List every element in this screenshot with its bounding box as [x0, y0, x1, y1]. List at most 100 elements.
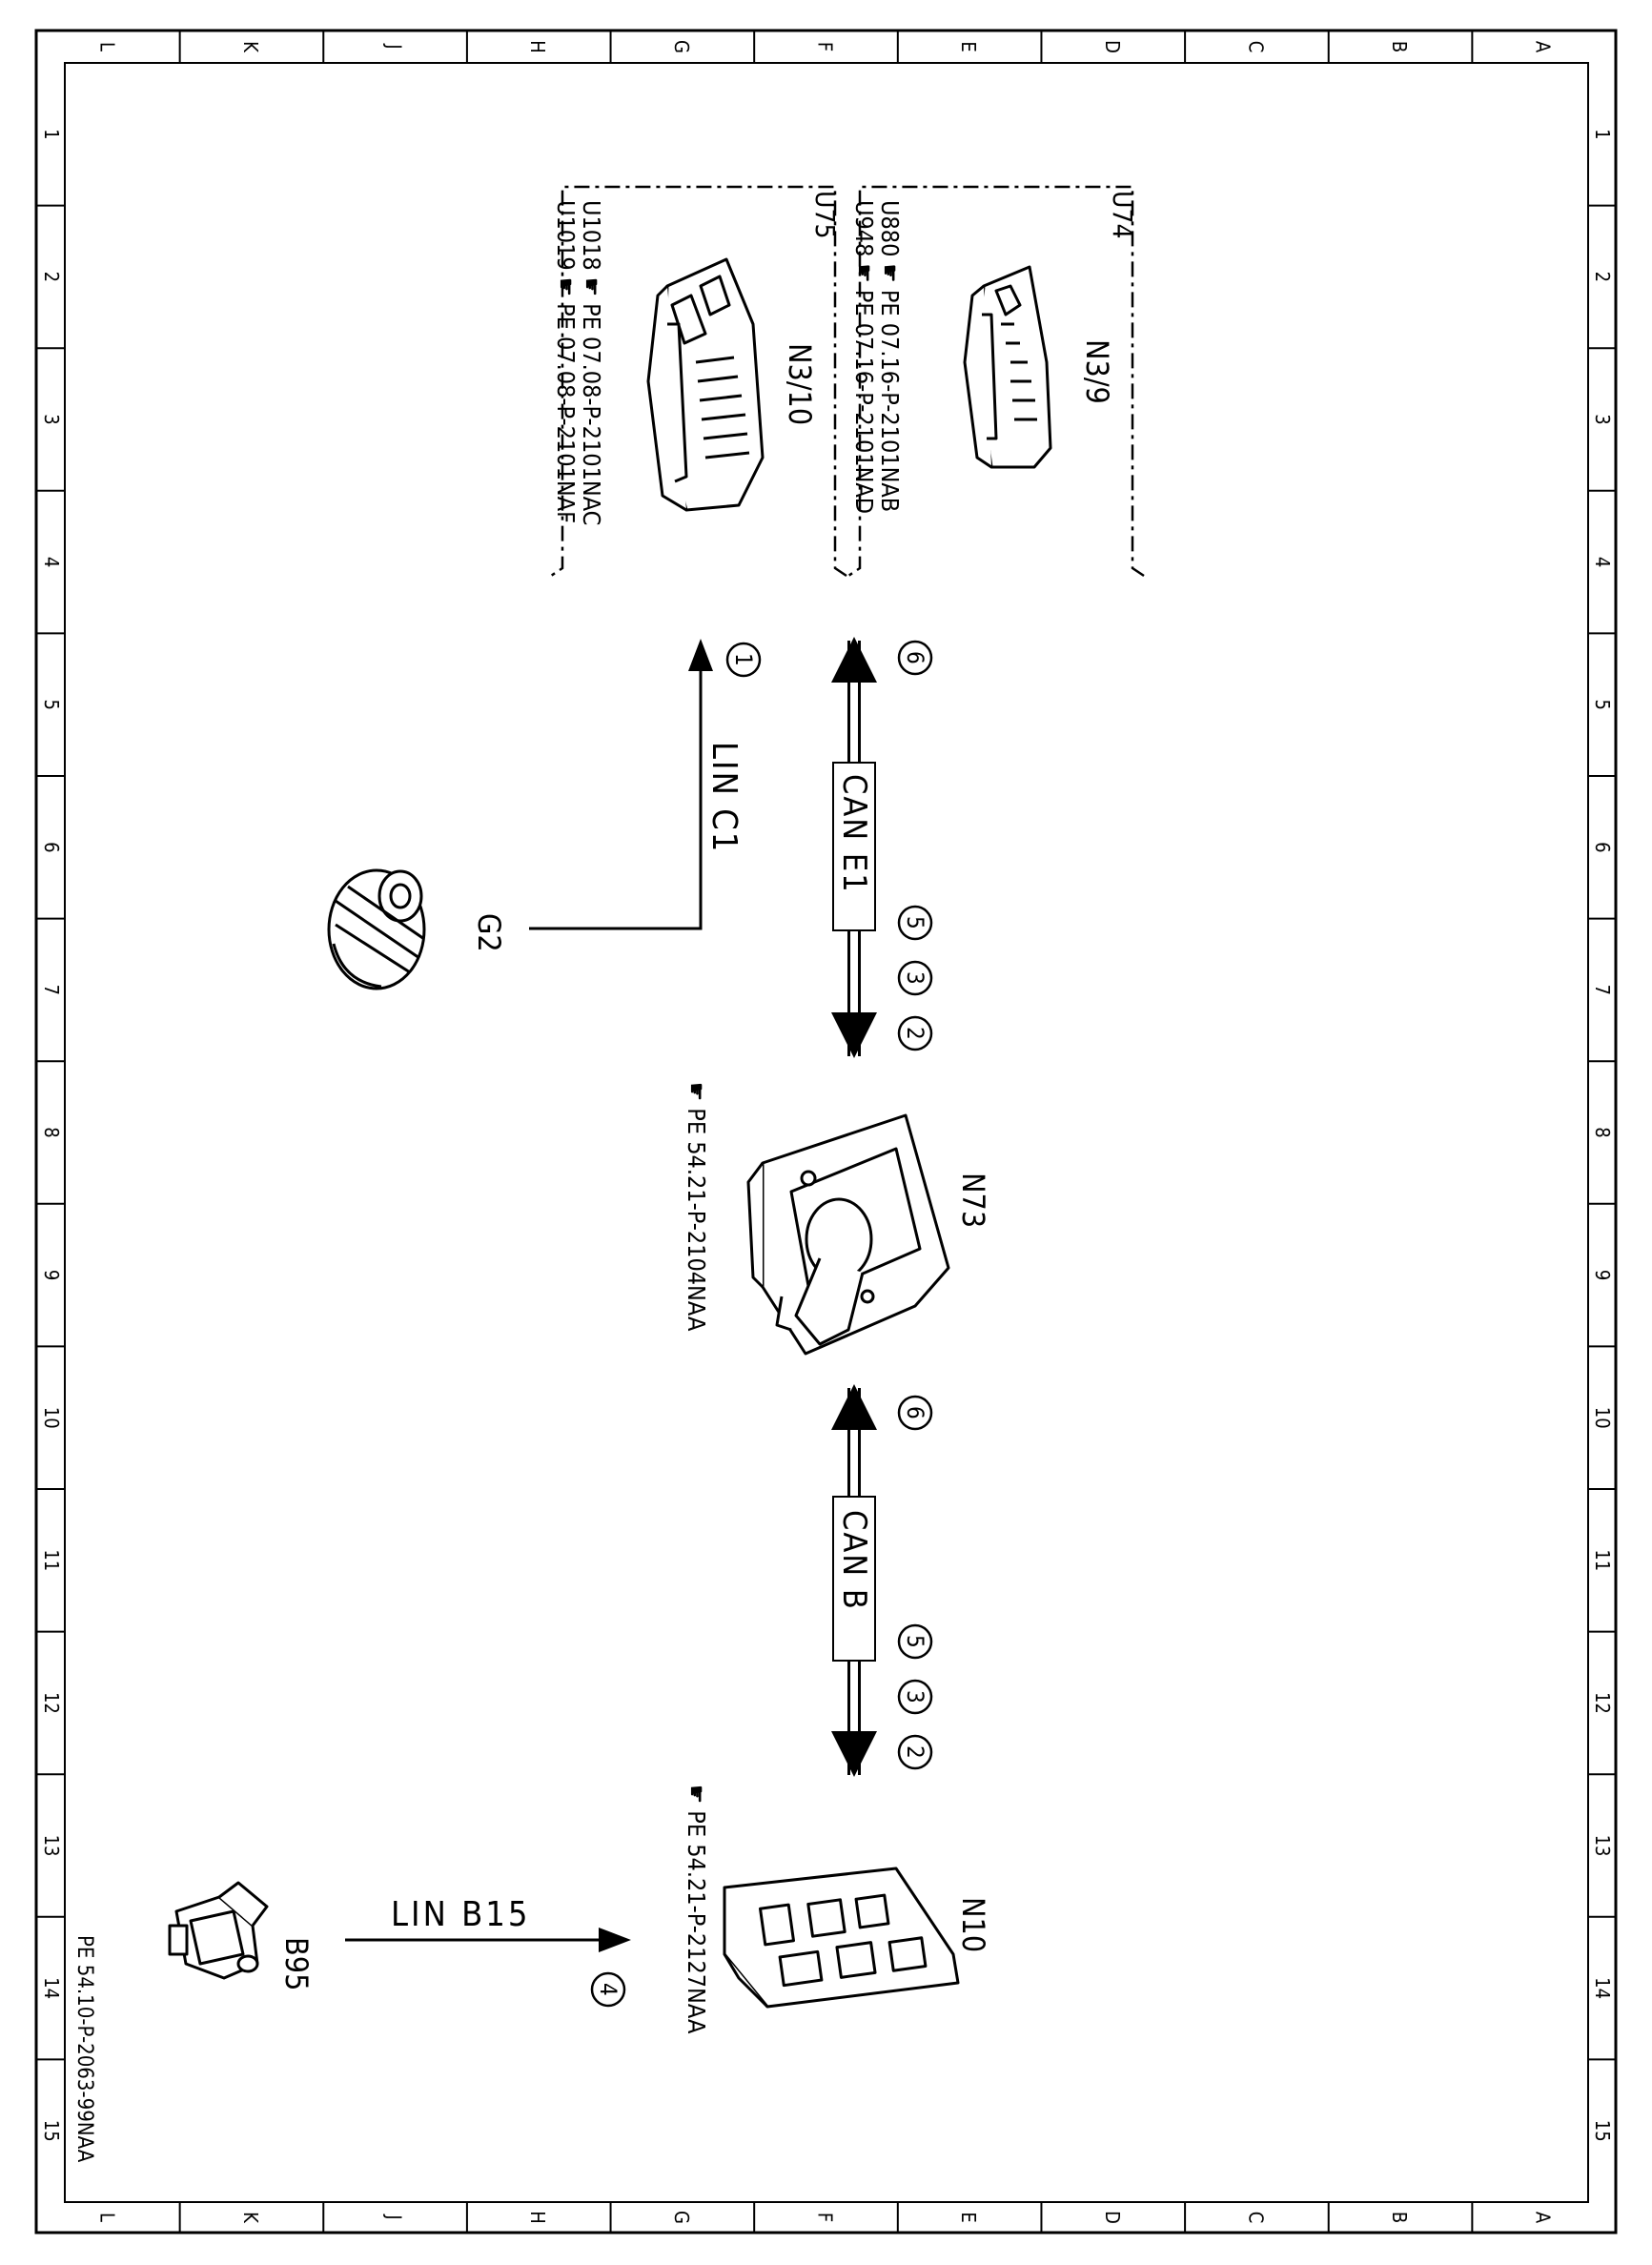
- marker-2-can-b: 2: [897, 1734, 933, 1770]
- component-label-n73: N73: [955, 1173, 991, 1228]
- column-label-top: C: [1244, 41, 1267, 53]
- bus-label-can-e1: CAN E1: [835, 774, 873, 894]
- module-n3-9-group[interactable]: U74 N3/9 U880 ☛ PE 07.16-P-2101NAB U948 …: [847, 185, 1145, 578]
- column-label-top: G: [670, 40, 693, 53]
- ecu-n3-10-icon: [646, 257, 765, 512]
- row-label-right: 14: [1591, 1977, 1614, 1999]
- row-label-left: 8: [40, 1127, 63, 1137]
- bus-label-lin-c1: LIN C1: [704, 742, 744, 853]
- row-label-right: 9: [1591, 1270, 1614, 1280]
- row-label-left: 1: [40, 129, 63, 139]
- column-label-bottom: D: [1101, 2211, 1124, 2224]
- row-label-left: 12: [40, 1692, 63, 1714]
- marker-5-can-b: 5: [897, 1623, 933, 1660]
- marker-3-can-e1: 3: [897, 960, 933, 996]
- row-label-right: 7: [1591, 985, 1614, 995]
- row-label-right: 1: [1591, 129, 1614, 139]
- row-label-left: 4: [40, 557, 63, 567]
- grid-ticks: [36, 31, 1616, 2233]
- column-label-bottom: G: [670, 2211, 693, 2224]
- ref-n73: ☛ PE 54.21-P-2104NAA: [683, 1082, 710, 1332]
- svg-text:5: 5: [902, 1635, 928, 1648]
- marker-2-can-e1: 2: [897, 1015, 933, 1051]
- column-label-top: D: [1101, 40, 1124, 53]
- row-label-right: 10: [1591, 1407, 1614, 1429]
- row-label-left: 9: [40, 1270, 63, 1280]
- svg-text:1: 1: [730, 653, 757, 666]
- component-n73[interactable]: N73 ☛ PE 54.21-P-2104NAA: [683, 1082, 991, 1356]
- component-n10[interactable]: N10 ☛ PE 54.21-P-2127NAA: [683, 1785, 991, 2034]
- component-label-g2: G2: [471, 913, 507, 952]
- column-label-bottom: F: [814, 2213, 837, 2222]
- row-label-right: 2: [1591, 272, 1614, 282]
- marker-4-lin-b15: 4: [590, 1971, 626, 2008]
- marker-1-lin-c1: 1: [725, 642, 762, 678]
- row-label-left: 11: [40, 1549, 63, 1571]
- row-label-left: 7: [40, 985, 63, 995]
- column-label-top: B: [1388, 41, 1411, 52]
- bus-can-b[interactable]: CAN B 6 5 3 2: [831, 1384, 933, 1777]
- column-label-bottom: J: [383, 2214, 406, 2219]
- column-label-top: J: [383, 43, 406, 49]
- row-label-left: 2: [40, 272, 63, 282]
- row-label-left: 10: [40, 1407, 63, 1429]
- row-label-right: 6: [1591, 842, 1614, 852]
- bus-lin-c1[interactable]: LIN C1 1: [529, 639, 762, 930]
- drawing-number: PE 54.10-P-2063-99NAA: [72, 1935, 96, 2163]
- column-label-bottom: B: [1388, 2212, 1411, 2223]
- row-label-right: 3: [1591, 414, 1614, 424]
- row-label-right: 11: [1591, 1549, 1614, 1571]
- component-b95[interactable]: B95: [168, 1881, 315, 1990]
- drawing-frame: [34, 29, 1618, 2234]
- row-label-right: 8: [1591, 1127, 1614, 1137]
- component-label-n3-10: N3/10: [782, 343, 818, 425]
- column-label-top: A: [1532, 41, 1555, 53]
- column-label-top: K: [239, 41, 262, 53]
- row-label-right: 12: [1591, 1692, 1614, 1714]
- row-label-left: 15: [40, 2120, 63, 2142]
- column-label-top: H: [526, 40, 549, 53]
- component-label-n3-9: N3/9: [1079, 339, 1115, 404]
- ref-u1019: U1019 ☛ PE 07.08-P-2101NAF: [552, 200, 580, 523]
- bus-label-can-b: CAN B: [835, 1510, 873, 1611]
- row-label-left: 3: [40, 414, 63, 424]
- component-label-n10: N10: [955, 1897, 991, 1952]
- component-g2[interactable]: G2: [327, 868, 507, 990]
- alternator-g2-icon: [327, 868, 426, 990]
- module-n3-10-group[interactable]: U75 N3/10 U1018 ☛ PE 07.08-P-2101NAC U10…: [550, 185, 847, 578]
- svg-text:5: 5: [902, 916, 928, 929]
- ecu-n3-9-icon: [963, 265, 1052, 469]
- column-label-top: L: [95, 42, 118, 51]
- column-label-bottom: E: [957, 2212, 980, 2222]
- row-label-left: 6: [40, 842, 63, 852]
- svg-text:3: 3: [902, 1690, 928, 1704]
- column-label-bottom: K: [239, 2212, 262, 2224]
- row-label-right: 4: [1591, 557, 1614, 567]
- ref-u880: U880 ☛ PE 07.16-P-2101NAB: [876, 200, 904, 512]
- svg-text:2: 2: [902, 1027, 928, 1040]
- row-label-left: 5: [40, 699, 63, 709]
- svg-text:3: 3: [902, 971, 928, 985]
- column-label-bottom: L: [95, 2213, 118, 2222]
- column-label-bottom: H: [526, 2211, 549, 2224]
- row-label-right: 15: [1591, 2120, 1614, 2142]
- bus-label-lin-b15: LIN B15: [391, 1895, 531, 1934]
- row-label-left: 14: [40, 1977, 63, 1999]
- column-label-top: E: [957, 41, 980, 51]
- bus-can-e1[interactable]: CAN E1 6 5 3 2: [831, 637, 933, 1058]
- row-label-left: 13: [40, 1835, 63, 1857]
- svg-text:4: 4: [595, 1983, 622, 1996]
- ref-u948: U948 ☛ PE 07.16-P-2101NAD: [850, 200, 878, 514]
- bus-lin-b15[interactable]: LIN B15 4: [345, 1895, 631, 2008]
- ignition-switch-n73-icon: [746, 1113, 950, 1356]
- control-unit-n10-icon: [723, 1867, 960, 2009]
- sensor-b95-icon: [168, 1881, 269, 1980]
- ref-u1018: U1018 ☛ PE 07.08-P-2101NAC: [578, 200, 605, 525]
- column-label-top: F: [814, 42, 837, 51]
- marker-5-can-e1: 5: [897, 905, 933, 941]
- column-label-bottom: C: [1244, 2212, 1267, 2224]
- column-label-bottom: A: [1532, 2212, 1555, 2224]
- svg-text:6: 6: [902, 651, 928, 664]
